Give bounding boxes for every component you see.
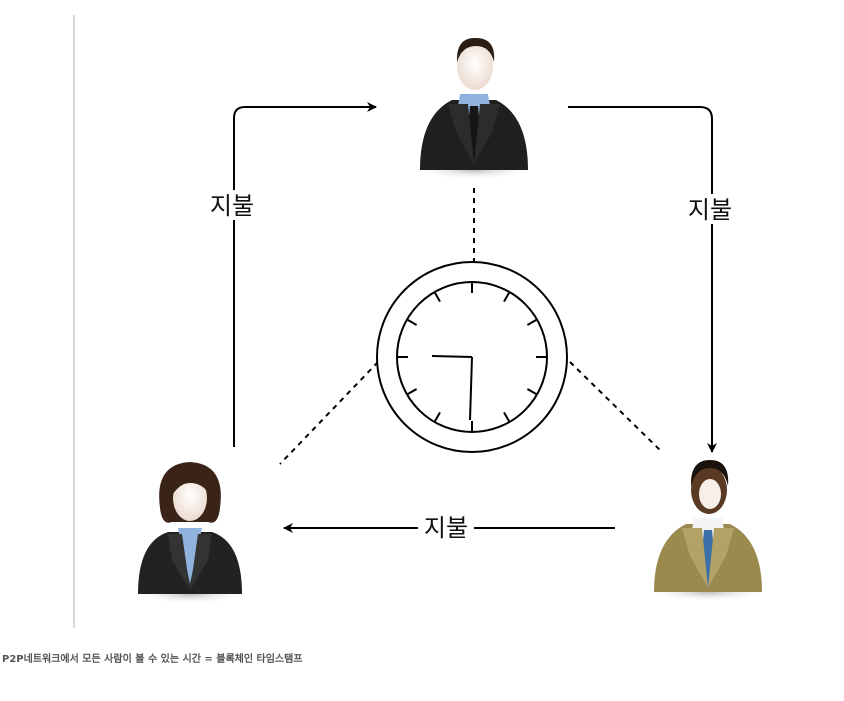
clock-ticks xyxy=(398,283,546,431)
clock-tick xyxy=(503,292,510,303)
clock-tick xyxy=(526,388,537,395)
edge-label-bottom: 지불 xyxy=(424,514,468,542)
clock-icon xyxy=(376,261,568,453)
clock-tick xyxy=(503,411,510,422)
dashed-clock-to-woman xyxy=(279,361,379,465)
edge-label-right: 지불 xyxy=(688,196,732,224)
arrow-top-to-right xyxy=(568,106,717,453)
businessman-right-icon xyxy=(648,460,768,602)
arrow-woman-to-top xyxy=(233,102,377,447)
figure-caption: P2P네트워크에서 모든 사람이 볼 수 있는 시간 = 블록체인 타임스탬프 xyxy=(2,654,303,665)
clock-tick xyxy=(407,388,418,395)
clock-minute-hand xyxy=(469,356,473,421)
businessman-top-icon xyxy=(414,37,534,180)
businesswoman-icon xyxy=(132,462,248,604)
clock-tick xyxy=(434,411,441,422)
edge-label-left: 지불 xyxy=(210,192,254,220)
label-bg-bottom xyxy=(418,512,474,542)
dashed-clock-to-right xyxy=(569,361,663,453)
clock-tick xyxy=(434,292,441,303)
clock-tick xyxy=(526,319,537,326)
label-bg-right xyxy=(682,194,738,224)
clock-hour-hand xyxy=(431,355,473,358)
clock-tick xyxy=(407,319,418,326)
label-bg-left xyxy=(204,190,260,220)
